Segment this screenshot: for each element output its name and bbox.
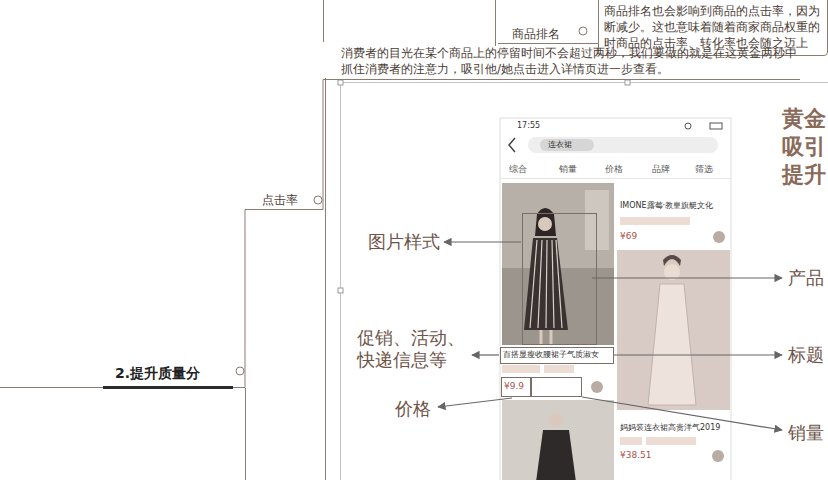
callout-label: 销量 — [788, 422, 824, 444]
screen-text: 销量 — [559, 164, 577, 174]
leg — [550, 330, 553, 344]
callout-label: 提升 — [782, 162, 826, 188]
product-photo — [502, 400, 614, 480]
screen-text: 百搭显瘦收腰裙子气质淑女 — [503, 350, 599, 360]
collapse-dot — [314, 196, 322, 204]
node-text: 消费者的目光在某个商品上的停留时间不会超过两秒，我们要做的就是在这黄金两秒中抓住… — [341, 45, 800, 77]
branch-line — [325, 78, 326, 480]
screen-text: 妈妈装连衣裙高贵洋气2019 — [620, 423, 720, 433]
node-text: 商品排名 — [512, 26, 590, 42]
frame-handle — [625, 80, 630, 85]
highlight-box — [501, 214, 614, 397]
screen-text: ¥69 — [620, 231, 637, 242]
branch-connector — [590, 43, 598, 44]
callout-arrow — [438, 242, 782, 430]
search-bar — [528, 137, 718, 153]
hair — [663, 255, 681, 266]
callout-label: 黄金 — [782, 106, 826, 132]
status-icon — [685, 123, 691, 129]
callout-label: 吸引 — [782, 134, 826, 160]
shop-icon — [591, 381, 603, 393]
callout-label: 促销、活动、快递信息等 — [357, 327, 469, 370]
shop-icon — [713, 231, 725, 243]
striped-dress — [524, 238, 568, 330]
collapse-dot — [579, 27, 587, 35]
central-topic: 2.提升质量分 — [103, 360, 233, 389]
product-photo — [502, 183, 614, 345]
screen-text: 17:55 — [517, 121, 540, 131]
back-icon — [509, 138, 515, 152]
screen-text: 价格 — [605, 164, 623, 174]
screen-text: 筛选 — [695, 164, 713, 174]
topic-node: 消费者的目光在某个商品上的停留时间不会超过两秒，我们要做的就是在这黄金两秒中抓住… — [323, 42, 800, 80]
node-text: 商品排名也会影响到商品的点击率，因为 断减少。这也意味着随着商家商品权重的 时商… — [604, 3, 822, 51]
screen-text: ¥9.9 — [504, 381, 524, 392]
screen-text: ¥38.51 — [620, 450, 652, 461]
collapse-dot — [236, 367, 244, 375]
promo-tag — [502, 365, 540, 373]
divider — [500, 178, 731, 179]
branch-connector — [233, 210, 245, 388]
shop-icon — [712, 450, 724, 462]
node-text: 2.提升质量分 — [115, 362, 233, 384]
topic-node: 点击率 — [245, 190, 320, 210]
branch-line — [0, 387, 103, 388]
callout-label: 图片样式 — [368, 231, 440, 253]
product-photo — [617, 250, 730, 410]
branch-line — [245, 388, 246, 480]
screen-text: 品牌 — [652, 164, 670, 174]
callout-label: 价格 — [395, 398, 431, 420]
topic-node: 商品排名 — [498, 20, 590, 44]
promo-tag — [544, 365, 574, 373]
leg — [540, 330, 543, 344]
node-text: 点击率 — [262, 192, 320, 208]
image-frame — [341, 83, 828, 480]
callout-label: 标题 — [788, 344, 824, 366]
branch-connector — [320, 80, 323, 210]
face — [549, 413, 563, 427]
qipao-dress — [648, 284, 696, 405]
branch-line — [495, 0, 496, 46]
frame-handle — [338, 80, 343, 85]
promo-tag — [620, 437, 642, 445]
battery-icon — [710, 123, 722, 129]
screen-text: 连衣裙 — [548, 140, 572, 150]
screen-text: 综合 — [509, 164, 527, 174]
dress-stripes — [530, 240, 562, 328]
dark-dress — [536, 430, 576, 480]
branch-line — [323, 0, 324, 42]
frame-handle — [338, 288, 343, 293]
promo-tag — [620, 217, 690, 225]
hair — [535, 208, 556, 236]
promo-tag — [646, 437, 696, 445]
phone-screen — [500, 118, 731, 480]
callout-label: 产品 — [788, 267, 824, 289]
search-chip — [540, 139, 594, 151]
screen-text: IMONE露莓·教皇旗艇文化 — [620, 201, 713, 211]
face — [538, 217, 552, 231]
